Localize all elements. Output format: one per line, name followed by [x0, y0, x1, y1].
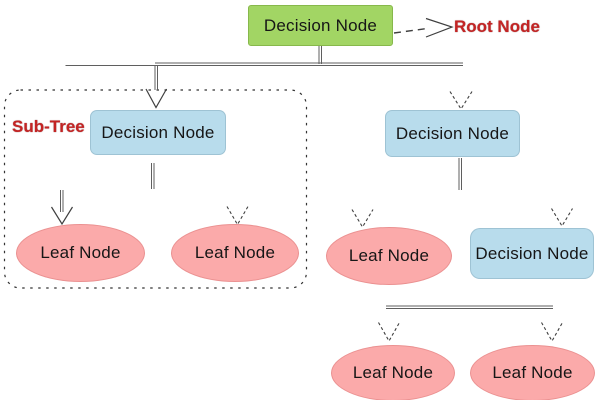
arrowhead-solid-icons	[50, 17, 454, 226]
subtree-boundary	[3, 89, 308, 289]
tree-connectors	[60, 46, 553, 309]
arrow-down-icon	[226, 206, 249, 226]
arrow-down-icon	[50, 206, 74, 226]
subtree-annotation: Sub-Tree	[12, 117, 85, 136]
arrow-down-icon	[351, 209, 374, 229]
arrow-down-icon	[541, 322, 563, 343]
arrow-down-icon	[378, 322, 400, 343]
root-annotation-dashes	[393, 27, 428, 34]
root-node-annotation: Root Node	[454, 17, 540, 36]
subtree-decision-node: Decision Node	[90, 110, 226, 155]
right-sub-decision-node: Decision Node	[470, 228, 594, 279]
arrow-right-icon	[425, 17, 454, 38]
bottom-leaf-node-1: Leaf Node	[331, 345, 455, 400]
arrow-down-icon	[551, 208, 573, 228]
bottom-leaf-node-2: Leaf Node	[470, 345, 595, 400]
subtree-leaf-node-1: Leaf Node	[16, 224, 145, 282]
arrow-down-icon	[449, 91, 473, 111]
right-leaf-node: Leaf Node	[326, 227, 452, 285]
root-decision-node: Decision Node	[248, 5, 393, 46]
arrow-down-icon	[145, 88, 168, 109]
right-decision-node: Decision Node	[385, 110, 520, 157]
arrowhead-dashed-icons	[226, 91, 573, 343]
subtree-leaf-node-2: Leaf Node	[171, 224, 299, 282]
